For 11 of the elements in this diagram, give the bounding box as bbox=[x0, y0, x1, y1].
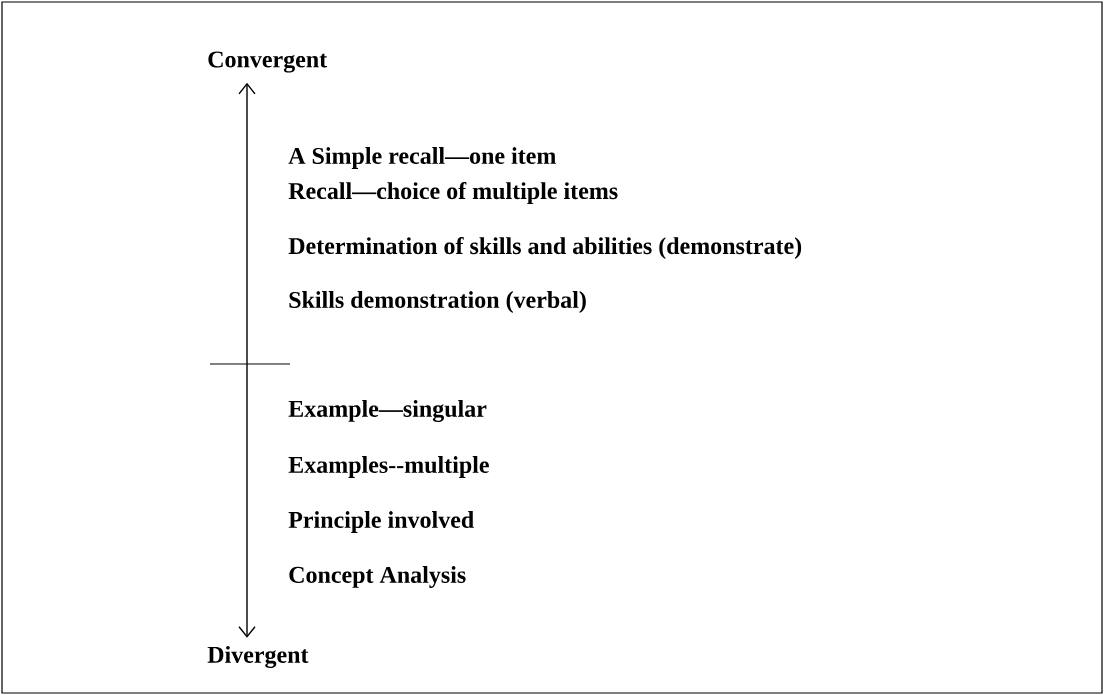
scale-item: Determination of skills and abilities (demonstrate) bbox=[288, 237, 802, 259]
scale-item: Example—singular bbox=[288, 400, 487, 422]
scale-item: Principle involved bbox=[288, 511, 474, 533]
scale-item: Concept Analysis bbox=[289, 566, 466, 588]
scale-item: A Simple recall—one item bbox=[288, 147, 556, 169]
scale-item: Recall—choice of multiple items bbox=[288, 182, 618, 204]
double-arrow bbox=[238, 82, 256, 638]
scale-item: Skills demonstration (verbal) bbox=[289, 291, 586, 313]
axis-label: Divergent bbox=[207, 646, 309, 668]
scale-item: Examples--multiple bbox=[288, 456, 489, 478]
axis-label: Convergent bbox=[208, 51, 328, 73]
